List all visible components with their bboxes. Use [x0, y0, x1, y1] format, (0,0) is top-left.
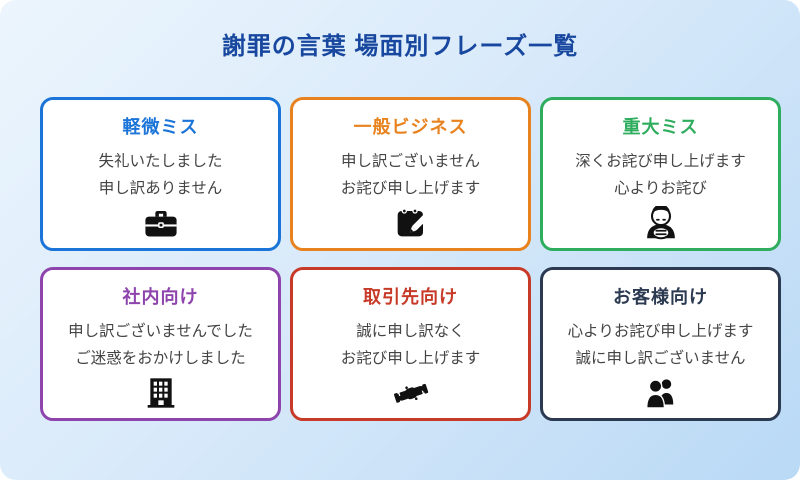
phrase-line: お詫び申し上げます: [340, 350, 481, 367]
phrase-line: 失礼いたしました: [98, 153, 223, 170]
card-general-business: 一般ビジネス 申し訳ございません お詫び申し上げます: [290, 97, 531, 251]
memo-pencil-icon: [392, 206, 430, 240]
card-serious-mistake: 重大ミス 深くお詫び申し上げます 心よりお詫び: [540, 97, 781, 251]
card-title: 一般ビジネス: [353, 117, 468, 137]
card-title: 軽微ミス: [122, 117, 199, 137]
phrase-line: 申し訳ありません: [98, 180, 223, 197]
phrase-line: 誠に申し訳なく: [356, 323, 465, 340]
cards-grid: 軽微ミス 失礼いたしました 申し訳ありません 一般ビジネス 申し訳ございません …: [40, 97, 781, 421]
phrase-line: お詫び申し上げます: [340, 180, 481, 197]
phrase-line: 深くお詫び申し上げます: [575, 153, 746, 170]
card-title: お客様向け: [613, 287, 708, 307]
phrase-line: 心よりお詫び: [614, 180, 707, 197]
people-icon: [642, 376, 680, 410]
card-title: 重大ミス: [622, 117, 699, 137]
phrase-line: 申し訳ございません: [340, 153, 481, 170]
phrase-line: ご迷惑をおかけしました: [75, 350, 246, 367]
card-title: 社内向け: [122, 287, 199, 307]
office-building-icon: [142, 376, 180, 410]
card-business-partner: 取引先向け 誠に申し訳なく お詫び申し上げます: [290, 267, 531, 421]
phrase-line: 心よりお詫び申し上げます: [567, 323, 754, 340]
briefcase-icon: [142, 206, 180, 240]
card-title: 取引先向け: [363, 287, 458, 307]
page-title: 謝罪の言葉 場面別フレーズ一覧: [221, 33, 579, 60]
phrase-line: 誠に申し訳ございません: [575, 350, 746, 367]
bowing-person-icon: [642, 206, 680, 240]
card-internal: 社内向け 申し訳ございませんでした ご迷惑をおかけしました: [40, 267, 281, 421]
phrase-line: 申し訳ございませんでした: [68, 323, 253, 340]
card-customer: お客様向け 心よりお詫び申し上げます 誠に申し訳ございません: [540, 267, 781, 421]
card-minor-mistake: 軽微ミス 失礼いたしました 申し訳ありません: [40, 97, 281, 251]
handshake-icon: [392, 376, 430, 410]
